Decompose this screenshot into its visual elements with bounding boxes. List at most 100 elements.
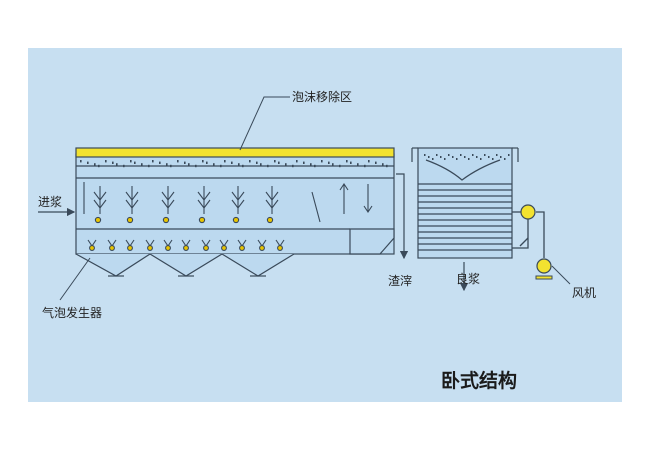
foam-bubble <box>310 163 312 166</box>
foam-bubble <box>249 160 251 163</box>
bubble-generator-icon <box>125 239 135 251</box>
bubble-generator-icon <box>163 239 173 251</box>
foam-bubble <box>321 160 323 163</box>
mixer-icon <box>93 186 107 224</box>
bubble-generator-icon <box>275 239 285 251</box>
label-blower: 风机 <box>572 286 596 300</box>
foam-bubble <box>386 164 388 168</box>
foam-bubble <box>141 163 143 166</box>
bubble-generator-icon <box>201 239 211 251</box>
leader-lines <box>59 96 571 301</box>
foam-bubble <box>188 163 190 166</box>
foam-bubble <box>170 164 172 168</box>
foam-layer <box>75 147 395 158</box>
foam-bubble <box>339 164 341 168</box>
foam-bubble <box>500 156 502 158</box>
foam-bubble <box>303 161 305 164</box>
foam-bubble <box>357 163 359 166</box>
foam-bubble <box>504 158 506 160</box>
foam-bubble <box>177 160 179 163</box>
baffle-icon <box>83 182 373 223</box>
foam-bubble <box>116 163 118 166</box>
foam-bubble <box>456 158 458 160</box>
foam-bubble <box>213 163 215 166</box>
bubble-generator-icon <box>145 239 155 251</box>
foam-bubble <box>105 160 107 163</box>
bubble-generator-icon <box>237 239 247 251</box>
foam-bubble <box>460 154 462 156</box>
foam-bubble <box>484 154 486 156</box>
foam-bubble <box>375 161 377 164</box>
mixer-icon <box>231 186 245 224</box>
foam-bubble <box>440 156 442 158</box>
valve-icon <box>520 204 536 220</box>
secondary-foam <box>424 154 510 160</box>
diagram-title: 卧式结构 <box>441 369 517 392</box>
internal-mixers <box>83 182 373 251</box>
foam-bubble <box>364 164 366 168</box>
label-bubble-generator: 气泡发生器 <box>42 305 102 320</box>
foam-bubble <box>242 164 244 168</box>
bubble-generator-icon <box>181 239 191 251</box>
foam-bubble <box>296 160 298 163</box>
foam-bubble <box>148 164 150 168</box>
foam-bubble <box>448 154 450 156</box>
mixer-icon <box>125 186 139 224</box>
label-good-pulp: 良浆 <box>456 271 480 286</box>
foam-zone-leader <box>239 96 290 151</box>
bubble-generator-icon <box>219 239 229 251</box>
foam-bubble <box>231 161 233 164</box>
foam-bubble <box>274 160 276 163</box>
residue-arrow <box>396 173 409 260</box>
foam-bubble <box>123 164 125 168</box>
foam-bubble <box>468 158 470 160</box>
foam-bubble <box>238 163 240 166</box>
mixer-icon <box>161 186 175 224</box>
foam-bubble <box>464 156 466 158</box>
mixer-icon <box>265 186 279 224</box>
foam-bubble <box>428 156 430 158</box>
bubble-generator-icon <box>107 239 117 251</box>
foam-bubble <box>159 161 161 164</box>
blower-piping <box>512 211 545 258</box>
foam-bubble <box>260 163 262 166</box>
foam-bubble <box>436 154 438 156</box>
foam-bubble <box>94 163 96 166</box>
foam-bubble <box>492 158 494 160</box>
foam-bubbles <box>80 160 388 168</box>
bubble-generator-icon <box>257 239 267 251</box>
foam-bubble <box>152 160 154 163</box>
bubble-generator-leader <box>59 257 91 301</box>
label-feed: 进浆 <box>38 194 62 209</box>
secondary-unit <box>411 147 519 259</box>
foam-bubble <box>130 160 132 163</box>
foam-bubble <box>368 160 370 163</box>
foam-bubble <box>508 154 510 156</box>
label-foam-zone: 泡沫移除区 <box>292 89 352 104</box>
flow-arrows <box>38 173 469 292</box>
bubble-generator-icon <box>87 239 97 251</box>
foam-bubble <box>80 160 82 163</box>
foam-bubble <box>202 160 204 163</box>
foam-bubble <box>346 160 348 163</box>
foam-bubble <box>267 164 269 168</box>
foam-bubble <box>87 161 89 164</box>
foam-bubble <box>444 158 446 160</box>
blower-leader <box>551 265 571 285</box>
label-residue: 渣滓 <box>388 274 412 288</box>
foam-bubble <box>112 161 114 164</box>
foam-bubble <box>496 154 498 156</box>
foam-bubble <box>382 163 384 166</box>
blower-icon <box>535 258 553 280</box>
foam-bubble <box>256 161 258 164</box>
mixer-icon <box>197 186 211 224</box>
foam-bubble <box>220 164 222 168</box>
foam-bubble <box>432 158 434 160</box>
foam-bubble <box>314 164 316 168</box>
foam-bubble <box>184 161 186 164</box>
foam-bubble <box>328 161 330 164</box>
foam-bubble <box>206 161 208 164</box>
foam-bubble <box>166 163 168 166</box>
foam-bubble <box>480 158 482 160</box>
